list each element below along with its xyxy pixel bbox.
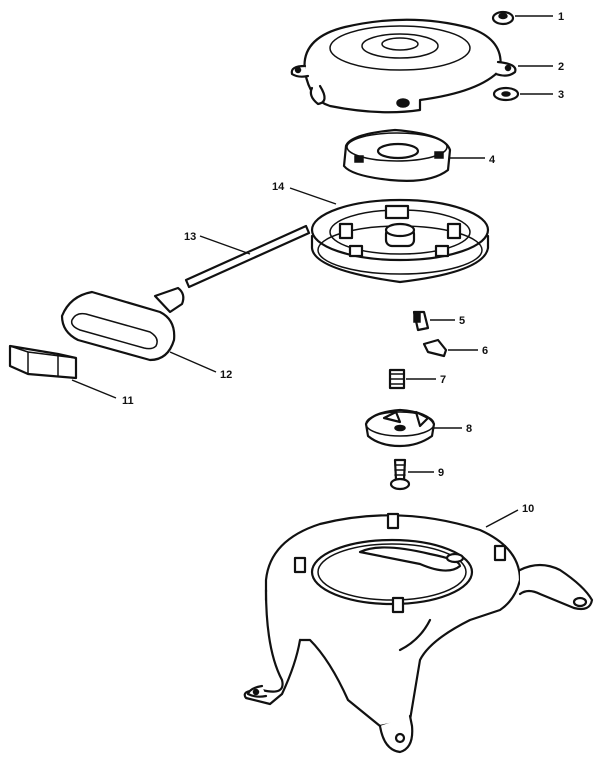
callout-2: 2 xyxy=(558,61,564,73)
part-pawl xyxy=(422,338,448,358)
callout-13: 13 xyxy=(184,231,196,243)
part-cover xyxy=(290,18,517,114)
callout-7: 7 xyxy=(440,374,446,386)
callout-1: 1 xyxy=(558,11,564,23)
callout-8: 8 xyxy=(466,423,472,435)
callout-11: 11 xyxy=(122,395,134,407)
part-pulley xyxy=(310,198,490,284)
part-insert xyxy=(8,344,78,380)
callout-5: 5 xyxy=(459,315,465,327)
part-housing xyxy=(243,512,594,754)
part-handle xyxy=(60,286,185,362)
part-spring-housing xyxy=(342,128,452,182)
part-ratchet xyxy=(364,408,436,448)
callout-labels: 1 2 3 4 5 6 7 8 9 10 11 12 13 14 xyxy=(122,11,564,515)
part-spring xyxy=(412,310,430,332)
callout-14: 14 xyxy=(272,181,285,193)
callout-9: 9 xyxy=(438,467,444,479)
part-nut xyxy=(491,10,515,26)
part-screw xyxy=(389,458,411,491)
part-small-spring xyxy=(388,368,406,390)
leader-lines xyxy=(71,15,553,528)
part-washer xyxy=(492,86,520,102)
callout-12: 12 xyxy=(220,369,232,381)
callout-10: 10 xyxy=(522,503,534,515)
callout-3: 3 xyxy=(558,89,564,101)
callout-6: 6 xyxy=(482,345,488,357)
part-rope xyxy=(184,224,311,289)
callout-4: 4 xyxy=(489,154,496,166)
